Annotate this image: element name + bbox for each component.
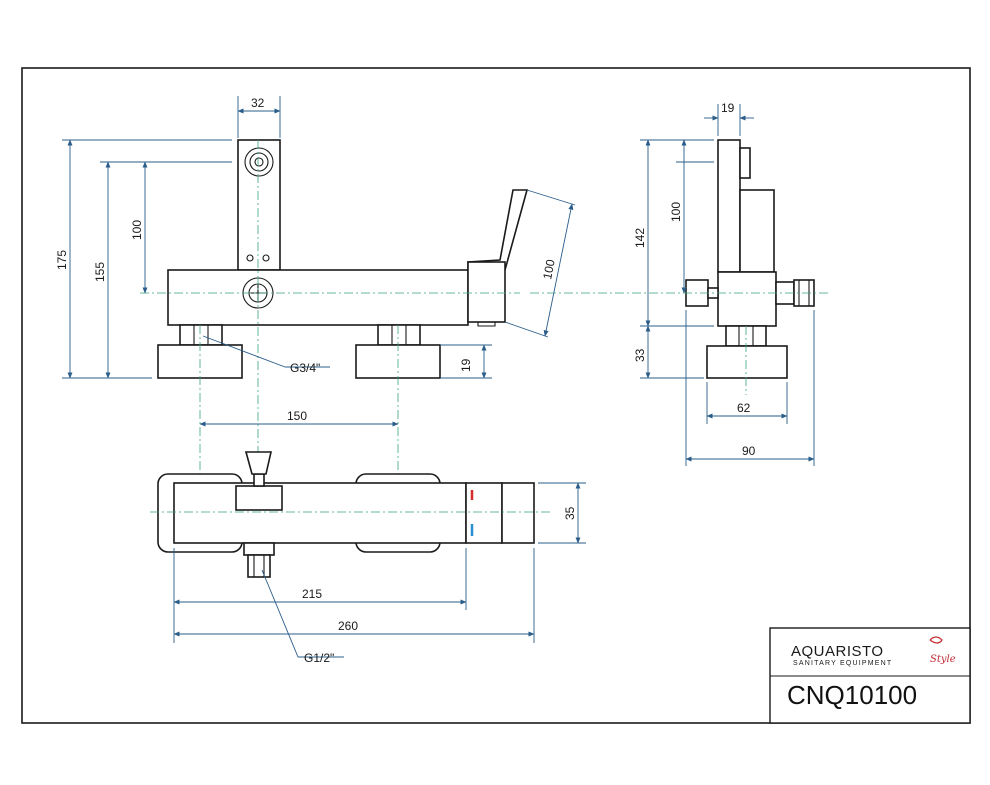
side-dimensions: 19 142 100 33 62 90 xyxy=(633,101,815,466)
drawing-frame xyxy=(21,67,971,724)
product-code: CNQ10100 xyxy=(787,680,917,710)
dim-side-top: 19 xyxy=(721,101,735,115)
side-view xyxy=(530,139,830,395)
dim-plan-width-total: 260 xyxy=(338,619,358,633)
dim-side-lower: 33 xyxy=(633,348,647,362)
thread-label-bottom: G1/2" xyxy=(304,651,334,665)
plan-dimensions: 35 215 260 G1/2" xyxy=(173,482,586,665)
dim-plan-width-body: 215 xyxy=(302,587,322,601)
dim-front-height-axis: 155 xyxy=(93,262,107,282)
front-dimensions: 32 175 155 100 100 19 G3/4" 150 xyxy=(55,96,576,427)
thread-label-top: G3/4" xyxy=(290,361,320,375)
dim-front-height-total: 175 xyxy=(55,250,69,270)
dim-side-height: 142 xyxy=(633,228,647,248)
dim-side-upper: 100 xyxy=(669,202,683,222)
brand-tagline: SANITARY EQUIPMENT xyxy=(793,660,892,667)
brand-logo: AQUARISTO SANITARY EQUIPMENT Style xyxy=(791,636,956,667)
dim-plan-depth: 35 xyxy=(563,506,577,520)
front-view xyxy=(140,139,529,560)
dim-front-top-width: 32 xyxy=(251,96,265,110)
dim-front-height-upper: 100 xyxy=(130,220,144,240)
dim-center-distance: 150 xyxy=(287,409,307,423)
plan-view xyxy=(150,451,550,578)
dim-handle-length: 100 xyxy=(540,258,558,281)
brand-name: AQUARISTO xyxy=(791,643,884,660)
dim-side-depth: 90 xyxy=(742,444,756,458)
dim-side-base: 62 xyxy=(737,401,751,415)
brand-script: Style xyxy=(930,654,956,665)
dim-nut-height: 19 xyxy=(459,358,473,372)
title-block: AQUARISTO SANITARY EQUIPMENT Style CNQ10… xyxy=(769,627,971,724)
